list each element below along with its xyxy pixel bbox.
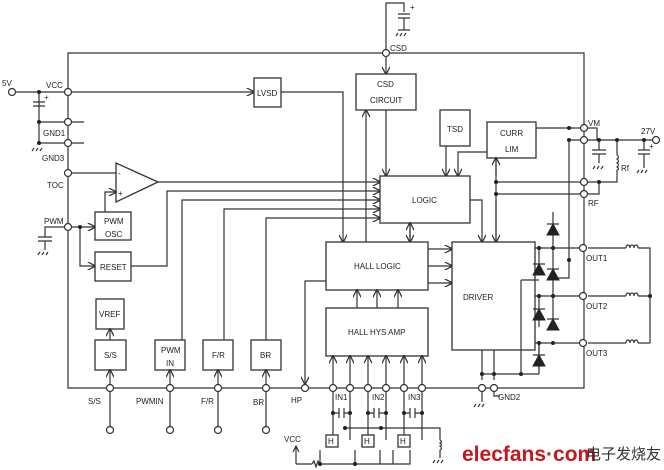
label-rf: RF — [588, 199, 599, 208]
pin-out3 — [578, 338, 588, 348]
hall-element-2: H — [364, 437, 370, 446]
fr-block — [202, 339, 234, 371]
tsd-label: TSD — [447, 125, 463, 134]
curr-lim-label-2: LIM — [505, 145, 519, 154]
comparator-minus: - — [118, 169, 121, 178]
label-vm: VM — [588, 119, 600, 128]
csd-circuit-block — [355, 73, 417, 111]
pin-27v — [651, 135, 661, 145]
pwm-in-label-2: IN — [166, 359, 174, 368]
label-vcc: VCC — [46, 81, 63, 90]
pwm-osc-block — [94, 211, 132, 241]
pwm-in-label-1: PWM — [161, 346, 181, 355]
hall-sensors — [292, 383, 444, 469]
tsd-block — [439, 109, 471, 147]
ic-outline — [67, 52, 585, 389]
hall-hys-amp-label: HALL HYS AMP — [348, 328, 406, 337]
csd-circuit-label-2: CIRCUIT — [370, 96, 403, 105]
bottom-pins — [105, 383, 310, 435]
hall-hys-amp-block — [325, 307, 429, 357]
pwm-capacitor — [37, 226, 68, 256]
label-out1: OUT1 — [586, 254, 608, 263]
vcc-supply: + — [16, 90, 116, 174]
comparator — [115, 161, 160, 204]
pin-rf2 — [579, 189, 589, 199]
svg-text:+: + — [649, 142, 654, 151]
csd-capacitor: + — [385, 2, 415, 53]
pin-vm — [579, 123, 589, 133]
driver-label: DRIVER — [463, 293, 493, 302]
label-5v: 5V — [2, 79, 12, 88]
fr-label: F/R — [212, 351, 225, 360]
logic-block — [379, 175, 471, 224]
label-pwmin: PWMIN — [136, 397, 164, 406]
pin-rf — [579, 177, 589, 187]
vref-label: VREF — [99, 310, 120, 319]
label-rf-resistor: Rf — [621, 164, 630, 173]
label-br: BR — [253, 398, 264, 407]
label-in1: IN1 — [335, 393, 348, 402]
label-vcc-hall: VCC — [284, 435, 301, 444]
pin-5v — [7, 87, 17, 97]
logic-label: LOGIC — [412, 196, 437, 205]
label-toc: TOC — [47, 181, 64, 190]
pwm-osc-label-2: OSC — [105, 230, 123, 239]
label-out2: OUT2 — [586, 302, 608, 311]
pin-out1 — [578, 243, 588, 253]
csd-circuit-label-1: CSD — [377, 80, 394, 89]
watermark-cn: 电子发烧友 — [586, 445, 661, 463]
label-in3: IN3 — [408, 393, 421, 402]
comparator-plus: + — [118, 189, 123, 198]
br-label: BR — [260, 351, 271, 360]
hall-logic-label: HALL LOGIC — [354, 262, 401, 271]
watermark-logo: elecfans·com — [462, 443, 596, 466]
pin-out2 — [578, 291, 588, 301]
label-in2: IN2 — [372, 393, 385, 402]
output-diodes — [520, 140, 579, 374]
left-pins — [63, 87, 73, 232]
lvsd-block — [253, 77, 282, 108]
motor-coils — [588, 244, 652, 344]
label-fr: F/R — [201, 397, 214, 406]
label-27v: 27V — [641, 127, 656, 136]
label-out3: OUT3 — [586, 349, 608, 358]
label-pwm: PWM — [44, 217, 64, 226]
label-gnd2: GND2 — [498, 393, 521, 402]
label-gnd1: GND1 — [43, 129, 66, 138]
svg-text:+: + — [410, 3, 415, 12]
label-gnd3: GND3 — [42, 154, 65, 163]
vm-supply: + — [588, 127, 654, 195]
label-hp: HP — [291, 396, 302, 405]
hall-element-1: H — [328, 437, 334, 446]
pwm-osc-label-1: PWM — [104, 217, 124, 226]
reset-label: RESET — [100, 263, 127, 272]
gnd2-connection — [473, 350, 539, 408]
pin-vm2 — [579, 135, 589, 145]
lvsd-label: LVSD — [257, 89, 278, 98]
reset-block — [94, 251, 132, 282]
curr-lim-label-1: CURR — [500, 129, 523, 138]
ss-label: S/S — [104, 351, 117, 360]
label-csd: CSD — [390, 44, 407, 53]
pin-csd — [381, 48, 391, 58]
hall-element-3: H — [400, 437, 406, 446]
label-ss: S/S — [88, 397, 101, 406]
vref-block — [95, 298, 125, 330]
pwm-in-block — [154, 339, 186, 371]
curr-lim-block — [486, 121, 537, 159]
svg-text:+: + — [44, 93, 49, 102]
